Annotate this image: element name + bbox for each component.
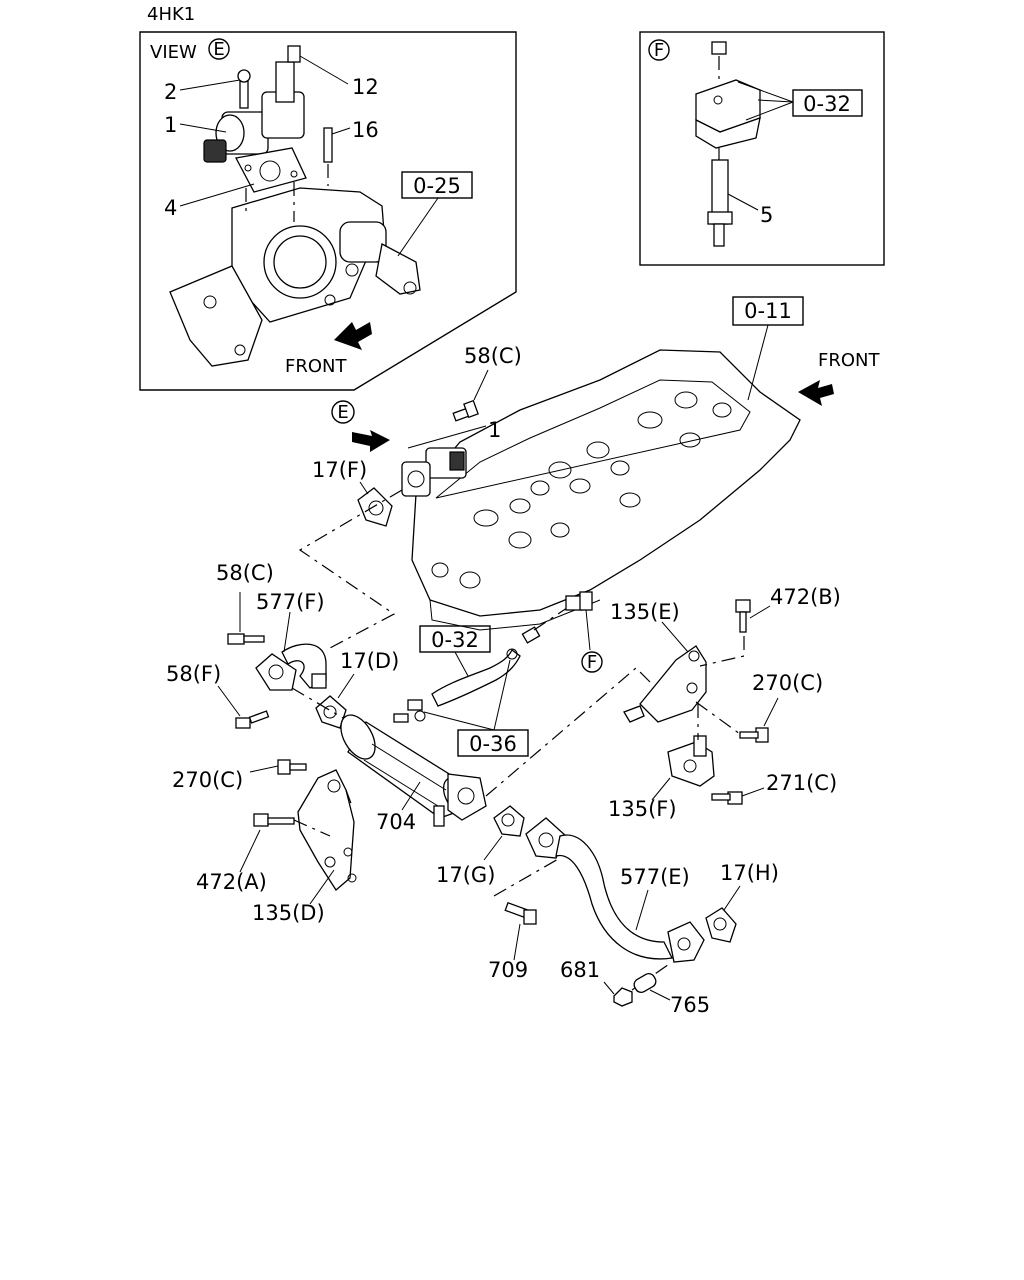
- label-17f: 17(F): [312, 458, 367, 482]
- egr-valve-main: [401, 447, 467, 497]
- ref-0-25-text: 0-25: [413, 174, 461, 198]
- label-472a: 472(A): [196, 870, 267, 894]
- intake-manifold-illustration: [169, 187, 421, 367]
- label-58c-top: 58(C): [464, 344, 522, 368]
- label-135f: 135(F): [608, 797, 677, 821]
- sleeve-765: [633, 972, 657, 994]
- nut-681: [613, 987, 633, 1007]
- label-58f: 58(F): [166, 662, 221, 686]
- view-f-letter: F: [654, 40, 664, 61]
- label-135d: 135(D): [252, 901, 325, 925]
- marker-f-circle: [581, 651, 603, 673]
- front-label-main: FRONT: [818, 350, 880, 371]
- bolt-709: [504, 901, 537, 925]
- view-e-frame: [139, 31, 517, 391]
- bolt-271c: [711, 791, 743, 805]
- bolt-58f: [235, 710, 270, 729]
- cylinder-head-illustration: [411, 349, 801, 631]
- view-e-inset: VIEW E: [139, 31, 517, 391]
- bracket-135e: [623, 645, 707, 723]
- bolt-58c-top: [452, 399, 479, 422]
- bolt-58c-left: [227, 633, 265, 645]
- bolt-472a: [253, 813, 295, 827]
- bracket-135d: [297, 769, 357, 891]
- marker-f-letter: F: [587, 652, 597, 673]
- gasket-17d: [315, 695, 347, 729]
- model-label: 4HK1: [147, 4, 195, 25]
- label-577f: 577(F): [256, 590, 325, 614]
- callout-1-inset: 1: [164, 113, 177, 137]
- pipe-577f: [255, 643, 327, 691]
- label-472b: 472(B): [770, 585, 841, 609]
- marker-e-letter: E: [337, 402, 348, 423]
- ref-box-0-32-inset[interactable]: [792, 89, 863, 117]
- view-e-title: VIEW: [150, 42, 197, 63]
- label-577e: 577(E): [620, 865, 690, 889]
- front-arrow-main: [798, 380, 834, 406]
- callout-2: 2: [164, 80, 177, 104]
- label-17d: 17(D): [340, 649, 399, 673]
- label-135e: 135(E): [610, 600, 680, 624]
- bolt-270c-left: [277, 759, 307, 775]
- ref-0-36-text: 0-36: [469, 732, 517, 756]
- label-765: 765: [670, 993, 710, 1017]
- bolt-472b: [735, 599, 751, 633]
- ref-box-0-25[interactable]: [401, 171, 473, 199]
- front-label-inset: FRONT: [285, 356, 347, 377]
- label-271c: 271(C): [766, 771, 837, 795]
- label-17h: 17(H): [720, 861, 779, 885]
- label-270c-right: 270(C): [752, 671, 823, 695]
- egr-valve-illustration: [203, 45, 333, 193]
- marker-e-arrow: [352, 430, 390, 452]
- ref-0-32-main-text: 0-32: [431, 628, 479, 652]
- marker-e-circle: [331, 400, 355, 424]
- label-17g: 17(G): [436, 863, 495, 887]
- clamps-0-36: [393, 699, 426, 723]
- label-704: 704: [376, 810, 416, 834]
- bracket-135f: [667, 735, 715, 787]
- bolt-270c-right: [739, 727, 769, 743]
- label-681: 681: [560, 958, 600, 982]
- callout-4: 4: [164, 196, 177, 220]
- pipe-577e: [525, 817, 705, 963]
- callout-1: 1: [488, 418, 501, 442]
- callout-5: 5: [760, 203, 773, 227]
- label-709: 709: [488, 958, 528, 982]
- ref-0-11-text: 0-11: [744, 299, 792, 323]
- callout-16: 16: [352, 118, 379, 142]
- egr-cooler-704: [340, 714, 487, 827]
- view-f-inset: F 0-32 5: [639, 31, 885, 266]
- gasket-17f: [357, 487, 393, 527]
- view-e-circle: [208, 38, 230, 60]
- view-e-letter: E: [213, 39, 224, 60]
- gasket-17g: [493, 805, 525, 837]
- front-arrow-inset: [334, 322, 372, 350]
- hose-0-32: [431, 649, 521, 707]
- label-58c-left: 58(C): [216, 561, 274, 585]
- view-f-frame: [639, 31, 885, 266]
- gasket-17h: [705, 907, 737, 943]
- ref-0-32-inset-text: 0-32: [803, 92, 851, 116]
- view-f-circle: [648, 39, 670, 61]
- callout-12: 12: [352, 75, 379, 99]
- label-270c-left: 270(C): [172, 768, 243, 792]
